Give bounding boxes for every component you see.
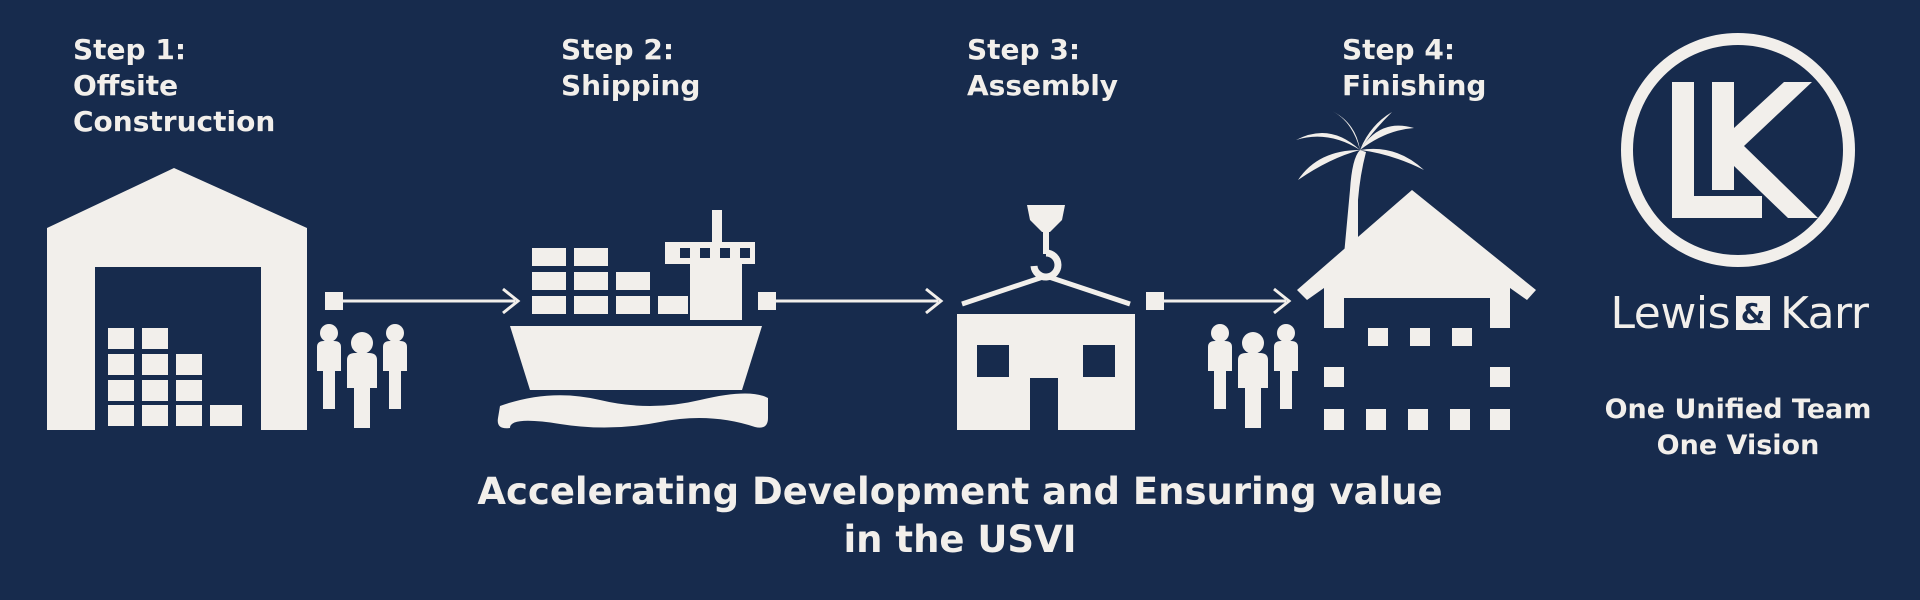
step-4-label: Step 4: Finishing xyxy=(1342,32,1486,104)
brand-tagline: One Unified Team One Vision xyxy=(1578,392,1898,464)
ampersand-text: & xyxy=(1741,297,1765,330)
caption-line-1: Accelerating Development and Ensuring va… xyxy=(477,470,1443,513)
brand-name-left: Lewis xyxy=(1610,288,1731,339)
step-3-label: Step 3: Assembly xyxy=(967,32,1118,104)
step-1-title: Step 1: xyxy=(73,33,187,66)
step-2-title: Step 2: xyxy=(561,33,675,66)
diagram-caption: Accelerating Development and Ensuring va… xyxy=(420,468,1500,564)
step-1-label: Step 1: Offsite Construction xyxy=(73,32,275,140)
arrow-icon xyxy=(325,287,521,315)
caption-line-2: in the USVI xyxy=(843,518,1077,561)
step-1-line-2: Construction xyxy=(73,105,276,138)
step-3-title: Step 3: xyxy=(967,33,1081,66)
step-1-line-1: Offsite xyxy=(73,69,179,102)
crane-house-icon xyxy=(957,205,1135,430)
warehouse-icon xyxy=(47,168,307,430)
arrow-icon xyxy=(1146,287,1292,315)
step-2-label: Step 2: Shipping xyxy=(561,32,700,104)
workers-icon xyxy=(317,324,407,428)
brand-name-right: Karr xyxy=(1780,288,1869,339)
step-4-title: Step 4: xyxy=(1342,33,1456,66)
lk-logo-icon xyxy=(1621,33,1855,267)
ampersand-badge: & xyxy=(1736,296,1770,330)
palm-house-icon xyxy=(1296,110,1536,430)
cargo-ship-icon xyxy=(497,210,768,429)
step-3-line-1: Assembly xyxy=(967,69,1119,102)
workers-icon xyxy=(1208,324,1298,428)
arrow-icon xyxy=(758,287,944,315)
tagline-line-1: One Unified Team xyxy=(1604,394,1872,425)
tagline-line-2: One Vision xyxy=(1656,430,1820,461)
step-2-line-1: Shipping xyxy=(561,69,701,102)
step-4-line-1: Finishing xyxy=(1342,69,1487,102)
